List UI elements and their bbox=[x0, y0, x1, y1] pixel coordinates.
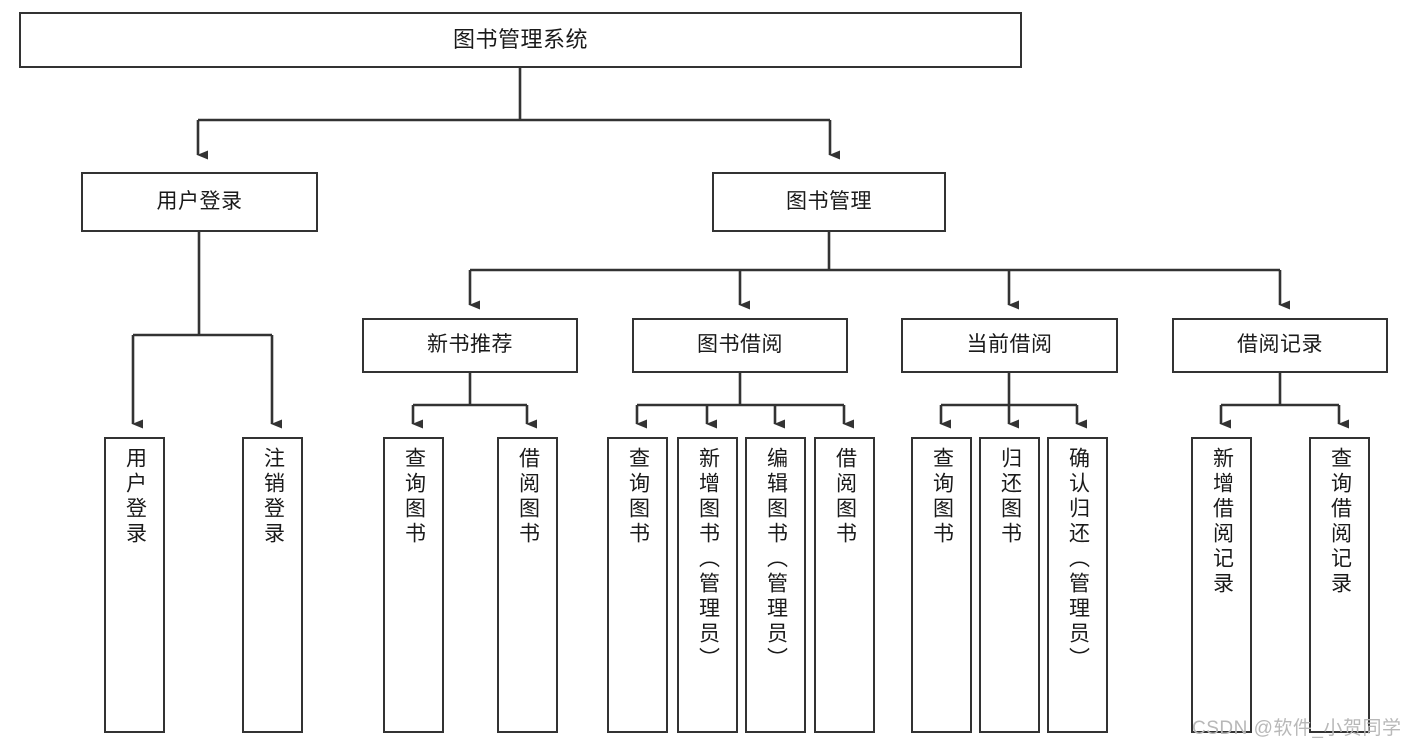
leaf-borrow-book-1[interactable]: 借阅图书 bbox=[497, 437, 558, 733]
leaf-confirm-return-label: 确认归还（管理员） bbox=[1066, 447, 1090, 672]
node-root-label: 图书管理系统 bbox=[452, 27, 588, 53]
leaf-edit-book[interactable]: 编辑图书（管理员） bbox=[745, 437, 806, 733]
leaf-user-login-label: 用户登录 bbox=[123, 447, 147, 547]
leaf-add-record[interactable]: 新增借阅记录 bbox=[1191, 437, 1252, 733]
node-user-login[interactable]: 用户登录 bbox=[81, 172, 318, 232]
node-book-management[interactable]: 图书管理 bbox=[712, 172, 946, 232]
leaf-user-login[interactable]: 用户登录 bbox=[104, 437, 165, 733]
leaf-edit-book-label: 编辑图书（管理员） bbox=[764, 447, 788, 672]
node-user-login-label: 用户登录 bbox=[156, 189, 243, 213]
leaf-return-book[interactable]: 归还图书 bbox=[979, 437, 1040, 733]
leaf-user-logout[interactable]: 注销登录 bbox=[242, 437, 303, 733]
leaf-query-book-2[interactable]: 查询图书 bbox=[607, 437, 668, 733]
leaf-borrow-book-2-label: 借阅图书 bbox=[833, 447, 857, 547]
node-new-book-recommend-label: 新书推荐 bbox=[427, 333, 513, 357]
leaf-add-book[interactable]: 新增图书（管理员） bbox=[677, 437, 738, 733]
leaf-borrow-book-1-label: 借阅图书 bbox=[516, 447, 540, 547]
node-book-management-label: 图书管理 bbox=[786, 189, 872, 213]
leaf-query-book-3[interactable]: 查询图书 bbox=[911, 437, 972, 733]
csdn-watermark: CSDN @软件_小贺同学 bbox=[1192, 718, 1402, 739]
leaf-add-book-label: 新增图书（管理员） bbox=[696, 447, 720, 672]
leaf-borrow-book-2[interactable]: 借阅图书 bbox=[814, 437, 875, 733]
leaf-return-book-label: 归还图书 bbox=[998, 447, 1022, 547]
leaf-confirm-return[interactable]: 确认归还（管理员） bbox=[1047, 437, 1108, 733]
leaf-query-book-3-label: 查询图书 bbox=[930, 447, 954, 547]
node-current-borrow-label: 当前借阅 bbox=[966, 333, 1053, 357]
leaf-user-logout-label: 注销登录 bbox=[261, 447, 285, 547]
leaf-query-record-label: 查询借阅记录 bbox=[1328, 447, 1352, 597]
leaf-query-book-1[interactable]: 查询图书 bbox=[383, 437, 444, 733]
node-book-borrow-label: 图书借阅 bbox=[697, 333, 783, 357]
node-current-borrow[interactable]: 当前借阅 bbox=[901, 318, 1118, 373]
leaf-add-record-label: 新增借阅记录 bbox=[1210, 447, 1234, 597]
leaf-query-book-1-label: 查询图书 bbox=[402, 447, 426, 547]
node-root[interactable]: 图书管理系统 bbox=[19, 12, 1022, 68]
node-new-book-recommend[interactable]: 新书推荐 bbox=[362, 318, 578, 373]
leaf-query-record[interactable]: 查询借阅记录 bbox=[1309, 437, 1370, 733]
leaf-query-book-2-label: 查询图书 bbox=[626, 447, 650, 547]
node-borrow-record-label: 借阅记录 bbox=[1237, 333, 1323, 357]
node-book-borrow[interactable]: 图书借阅 bbox=[632, 318, 848, 373]
node-borrow-record[interactable]: 借阅记录 bbox=[1172, 318, 1388, 373]
